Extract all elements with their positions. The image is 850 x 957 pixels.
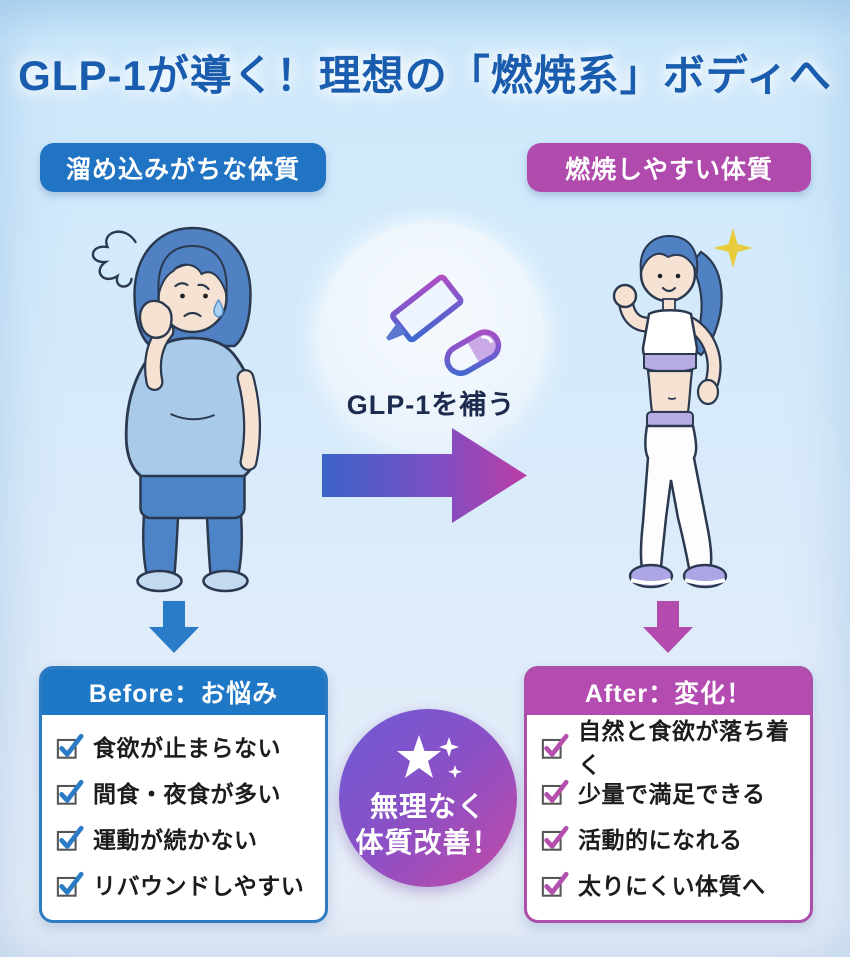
syringe-icon	[369, 252, 490, 354]
worried-overweight-woman-illustration	[91, 226, 262, 593]
down-arrow-icon	[643, 601, 693, 658]
result-badge-text: 無理なく 体質改善！	[355, 790, 501, 858]
sneaker-icon	[628, 563, 674, 589]
after-panel: After：変化！ 自然と食欲が落ち着く 少量で満足できる 活動的になれる 太り…	[524, 666, 813, 923]
list-item: 食欲が止まらない	[56, 723, 317, 769]
list-item: 太りにくい体質へ	[541, 861, 802, 907]
fit-energetic-woman-illustration	[612, 228, 753, 589]
treatment-circle	[318, 222, 544, 448]
list-item-label: 太りにくい体質へ	[578, 873, 766, 899]
list-item: 少量で満足できる	[541, 769, 802, 815]
list-item-label: 運動が続かない	[93, 827, 258, 853]
after-woman-illustration	[565, 200, 805, 610]
treatment-label: GLP-1を補う	[346, 390, 516, 420]
checkbox-check-icon	[56, 779, 84, 805]
checkbox-check-icon	[56, 871, 84, 897]
before-list: 食欲が止まらない 間食・夜食が多い 運動が続かない リバウンドしやすい	[42, 715, 325, 907]
after-body-type-badge: 燃焼しやすい体質	[527, 143, 811, 192]
list-item-label: 間食・夜食が多い	[93, 781, 281, 807]
after-panel-header: After：変化！	[527, 669, 810, 715]
fist-icon	[612, 283, 638, 309]
flat-shoe-icon	[202, 569, 249, 593]
sparkle-star-icon	[397, 734, 462, 779]
after-list: 自然と食欲が落ち着く 少量で満足できる 活動的になれる 太りにくい体質へ	[527, 715, 810, 907]
list-item: リバウンドしやすい	[56, 861, 317, 907]
list-item: 自然と食欲が落ち着く	[541, 718, 802, 778]
list-item-label: 活動的になれる	[578, 827, 743, 853]
flat-shoe-icon	[136, 569, 183, 593]
list-item-label: リバウンドしやすい	[93, 873, 305, 899]
sneaker-icon	[682, 563, 728, 589]
tear-drop-icon	[213, 298, 224, 318]
list-item-label: 食欲が止まらない	[93, 735, 281, 761]
checkbox-check-icon	[56, 825, 84, 851]
list-item: 運動が続かない	[56, 815, 317, 861]
right-arrow-icon	[322, 428, 527, 528]
result-badge: 無理なく 体質改善！	[339, 709, 517, 887]
list-item-label: 自然と食欲が落ち着く	[578, 718, 790, 778]
before-body-type-badge: 溜め込みがちな体質	[40, 143, 326, 192]
checkbox-check-icon	[541, 871, 569, 897]
checkbox-check-icon	[541, 733, 569, 759]
list-item: 間食・夜食が多い	[56, 769, 317, 815]
list-item-label: 少量で満足できる	[578, 781, 766, 807]
list-item: 活動的になれる	[541, 815, 802, 861]
capsule-icon	[444, 329, 502, 376]
down-arrow-icon	[149, 601, 199, 658]
before-panel: Before：お悩み 食欲が止まらない 間食・夜食が多い 運動が続かない リバウ…	[39, 666, 328, 923]
before-panel-header: Before：お悩み	[42, 669, 325, 715]
treatment-icons	[348, 240, 518, 395]
page-title: GLP-1が導く！理想の「燃焼系」ボディへ	[18, 52, 832, 99]
stress-scribble-icon	[91, 230, 137, 288]
checkbox-check-icon	[56, 733, 84, 759]
checkbox-check-icon	[541, 779, 569, 805]
before-woman-illustration	[70, 200, 315, 605]
checkbox-check-icon	[541, 825, 569, 851]
